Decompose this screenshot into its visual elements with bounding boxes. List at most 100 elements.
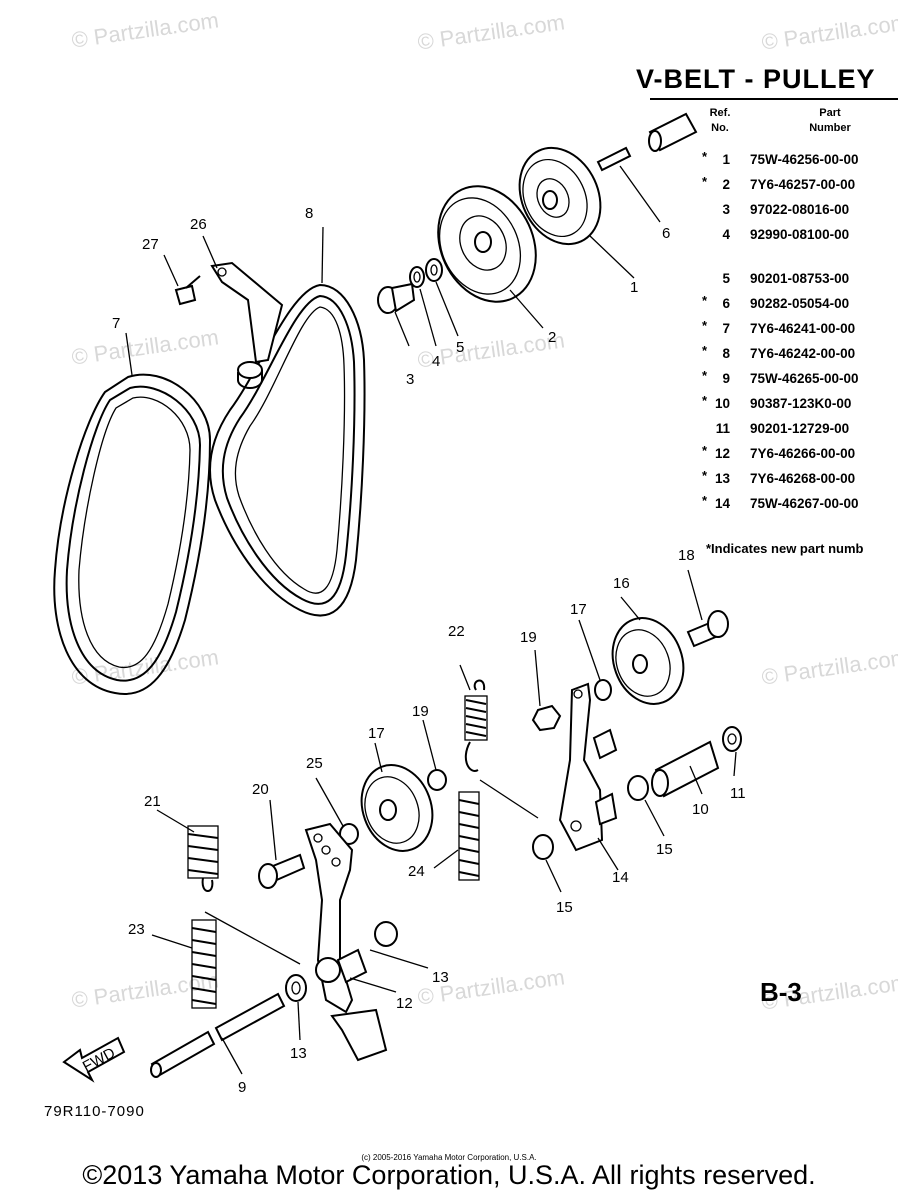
callout-labels: 1 2 3 4 5 6 7 8 9 10 11 12 13 13 14 15 1… [112, 205, 746, 1096]
callout-24: 24 [408, 863, 425, 880]
collar-13 [285, 921, 398, 1002]
new-part-marker: * [702, 343, 708, 358]
ref-no-header: Ref. No. [700, 106, 740, 136]
callout-11: 11 [730, 785, 746, 802]
pulley-16 [611, 617, 685, 705]
title-underline [650, 98, 898, 100]
callout-2: 2 [548, 329, 556, 346]
spring-23 [191, 919, 217, 1009]
callout-5: 5 [456, 339, 464, 356]
callout-17b: 17 [368, 725, 385, 742]
leader-lines [125, 165, 737, 1075]
fwd-arrow-icon: FWD [62, 1036, 126, 1083]
bushing-10 [651, 740, 720, 798]
diagram-code: 79R110-7090 [44, 1103, 145, 1120]
ref-number: 14 [714, 496, 730, 511]
nut-19-upper [531, 704, 562, 732]
callout-19a: 19 [520, 629, 537, 646]
callout-19b: 19 [412, 703, 429, 720]
part-number: 97022-08016-00 [750, 202, 850, 217]
ref-number: 12 [714, 446, 730, 461]
new-part-marker: * [702, 318, 708, 333]
ref-number: 8 [722, 346, 730, 361]
shaft-9 [150, 992, 286, 1078]
callout-7: 7 [112, 315, 120, 332]
new-part-marker: * [702, 493, 708, 508]
v-belt-7 [53, 373, 212, 695]
v-belt-8 [209, 283, 366, 617]
spring-22 [464, 679, 488, 772]
parts-row: * 10 90387-123K0-00 [700, 393, 898, 421]
tension-arm-12 [304, 822, 388, 1062]
callout-20: 20 [252, 781, 269, 798]
pin-6 [596, 146, 632, 172]
bolt-27 [174, 275, 201, 306]
new-part-marker: * [702, 393, 708, 408]
callout-8: 8 [305, 205, 313, 222]
ref-number: 1 [722, 152, 730, 167]
part-number: 7Y6-46268-00-00 [750, 471, 856, 486]
ref-number: 10 [714, 396, 730, 411]
callout-6: 6 [662, 225, 670, 242]
part-number-header-text: Part Number [809, 107, 851, 134]
parts-row: * 8 7Y6-46242-00-00 [700, 343, 898, 371]
sleeve [648, 112, 698, 152]
callout-13a: 13 [432, 969, 449, 986]
part-number: 90282-05054-00 [750, 296, 850, 311]
new-part-marker: * [702, 293, 708, 308]
part-number: 7Y6-46242-00-00 [750, 346, 856, 361]
part-number: 75W-46256-00-00 [750, 152, 859, 167]
copyright-notice: ©2013 Yamaha Motor Corporation, U.S.A. A… [82, 1160, 816, 1190]
nut-19-lower [427, 769, 447, 791]
callout-15b: 15 [556, 899, 573, 916]
parts-row: * 1 75W-46256-00-00 [700, 149, 898, 177]
washer-17-upper [594, 679, 612, 701]
new-part-marker: * [702, 149, 708, 164]
part-number: 75W-46267-00-00 [750, 496, 859, 511]
new-part-marker: * [702, 468, 708, 483]
collar-15 [532, 775, 649, 860]
callout-9: 9 [238, 1079, 246, 1096]
parts-row: * 12 7Y6-46266-00-00 [700, 443, 898, 471]
small-copyright: (c) 2005-2016 Yamaha Motor Corporation, … [361, 1153, 537, 1162]
ref-number: 4 [722, 227, 730, 242]
ref-number: 11 [715, 421, 730, 436]
ref-number: 9 [722, 371, 730, 386]
callout-3: 3 [406, 371, 414, 388]
ref-number: 13 [714, 471, 730, 486]
bolt-20 [258, 853, 306, 889]
ref-number: 2 [722, 177, 730, 192]
ref-number: 6 [722, 296, 730, 311]
ref-number: 3 [722, 202, 730, 217]
new-part-footnote: *Indicates new part numb [706, 541, 864, 556]
part-number: 90387-123K0-00 [750, 396, 852, 411]
part-number: 7Y6-46241-00-00 [750, 321, 856, 336]
washer-11 [722, 726, 742, 752]
spring-21 [187, 825, 219, 892]
bracket-26 [210, 261, 284, 389]
pulley-17-lower [360, 764, 434, 852]
ref-number: 5 [722, 271, 730, 286]
callout-23: 23 [128, 921, 145, 938]
callout-14: 14 [612, 869, 629, 886]
spring-24 [458, 791, 480, 881]
tension-arm-14 [558, 682, 618, 852]
callout-26: 26 [190, 216, 207, 233]
section-code: B-3 [760, 977, 802, 1007]
callout-13b: 13 [290, 1045, 307, 1062]
ref-no-header-text: Ref. No. [709, 107, 731, 134]
washer-5 [425, 258, 443, 282]
new-part-marker: * [702, 443, 708, 458]
callout-1: 1 [630, 279, 638, 296]
part-number: 7Y6-46266-00-00 [750, 446, 856, 461]
washer-4 [409, 266, 425, 288]
callout-10: 10 [692, 801, 709, 818]
new-part-marker: * [702, 174, 708, 189]
new-part-marker: * [702, 368, 708, 383]
